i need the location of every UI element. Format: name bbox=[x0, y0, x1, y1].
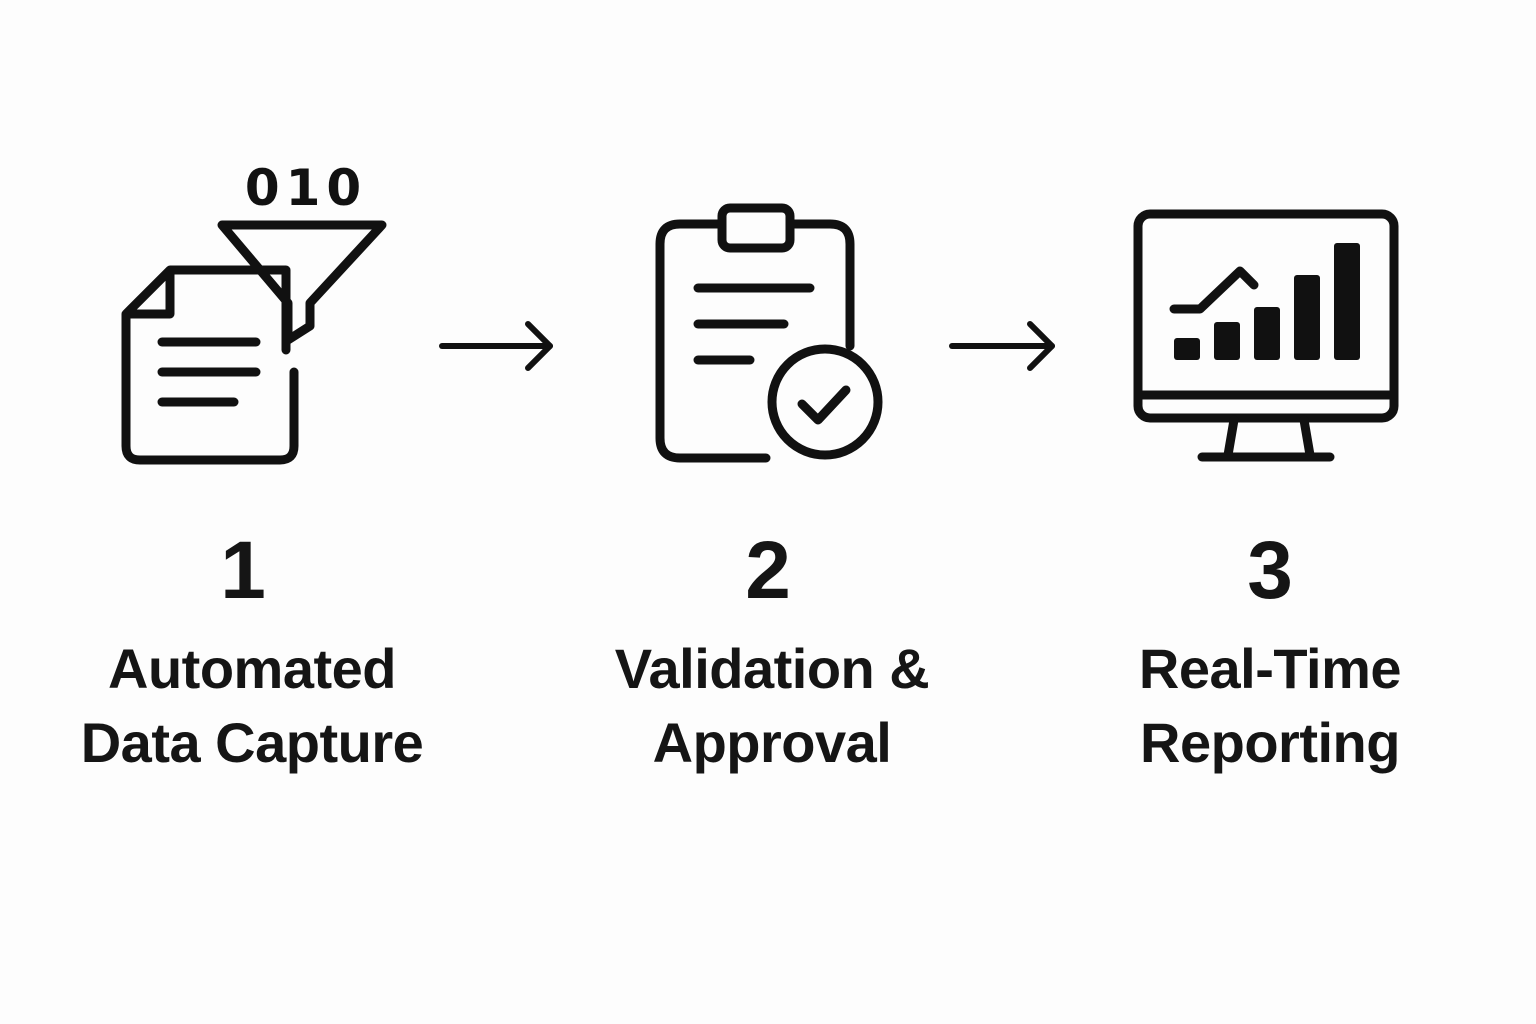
monitor-chart-icon bbox=[1133, 209, 1399, 462]
arrow-right-icon bbox=[949, 321, 1055, 371]
connector-arrow-2 bbox=[948, 318, 1068, 379]
connector-arrow-1 bbox=[438, 318, 558, 379]
chart-bar-3 bbox=[1254, 307, 1280, 360]
arrow-right-icon bbox=[439, 321, 553, 371]
chart-bar-2 bbox=[1214, 322, 1240, 360]
document-icon bbox=[121, 265, 299, 465]
step-2-number: 2 bbox=[745, 525, 791, 616]
document-funnel-icon: 010 bbox=[121, 159, 387, 465]
trend-line-icon bbox=[1169, 266, 1259, 314]
step-3-icon bbox=[1128, 205, 1408, 470]
binary-digits: 010 bbox=[245, 159, 367, 217]
clipboard-check-icon bbox=[655, 203, 883, 463]
step-3-number: 3 bbox=[1247, 525, 1293, 616]
chart-bar-5 bbox=[1334, 243, 1360, 360]
chart-bar-1 bbox=[1174, 338, 1200, 360]
funnel-icon bbox=[217, 220, 387, 345]
step-2-label-line-1: Validation & bbox=[614, 637, 930, 700]
step-1-icon: 010 bbox=[110, 150, 400, 470]
step-2-label-line-2: Approval bbox=[652, 711, 892, 774]
step-3-label-line-2: Reporting bbox=[1140, 711, 1400, 774]
step-2-icon bbox=[650, 200, 890, 470]
chart-bar-4 bbox=[1294, 275, 1320, 360]
check-circle-icon bbox=[767, 344, 883, 460]
step-1-label-line-2: Data Capture bbox=[80, 711, 424, 774]
step-3-label-line-1: Real-Time bbox=[1138, 637, 1402, 700]
step-1-label: Automated Data Capture bbox=[22, 632, 482, 780]
step-1-number: 1 bbox=[220, 525, 266, 616]
step-3-label: Real-Time Reporting bbox=[1040, 632, 1500, 780]
checkmark-icon bbox=[797, 385, 851, 425]
clipboard-clip bbox=[717, 203, 795, 253]
monitor-screen bbox=[1133, 209, 1399, 423]
clipboard-body bbox=[655, 219, 855, 463]
step-1-label-line-1: Automated bbox=[108, 637, 396, 700]
step-2-label: Validation & Approval bbox=[542, 632, 1002, 780]
